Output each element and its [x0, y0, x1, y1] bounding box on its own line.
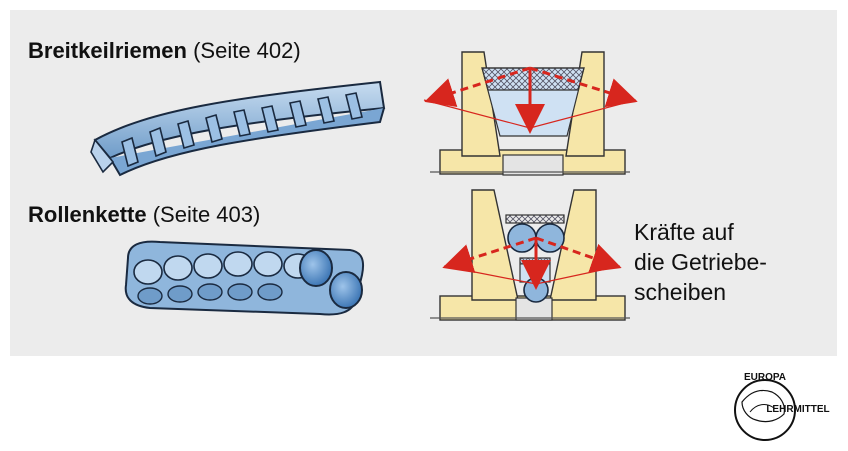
chain-name: Rollenkette	[28, 202, 147, 227]
forces-label-line2: die Getriebe-	[634, 249, 767, 275]
belt-title: Breitkeilriemen (Seite 402)	[28, 38, 301, 64]
chain-title: Rollenkette (Seite 403)	[28, 202, 260, 228]
pulley-section-belt	[423, 51, 638, 176]
forces-label: Kräfte auf die Getriebe- scheiben	[634, 217, 767, 307]
roller-chain-illustration	[124, 240, 365, 316]
chain-page-ref: (Seite 403)	[152, 202, 261, 227]
europa-lehrmittel-logo: EUROPA LEHRMITTEL	[734, 372, 830, 441]
logo-bottom-text: LEHRMITTEL	[766, 404, 829, 415]
forces-label-line1: Kräfte auf	[634, 219, 734, 245]
v-belt-illustration	[90, 80, 386, 177]
forces-label-line3: scheiben	[634, 279, 727, 305]
pulley-section-chain	[430, 189, 630, 321]
logo-top-text: EUROPA	[744, 372, 786, 383]
belt-name: Breitkeilriemen	[28, 38, 187, 63]
belt-page-ref: (Seite 402)	[193, 38, 301, 63]
